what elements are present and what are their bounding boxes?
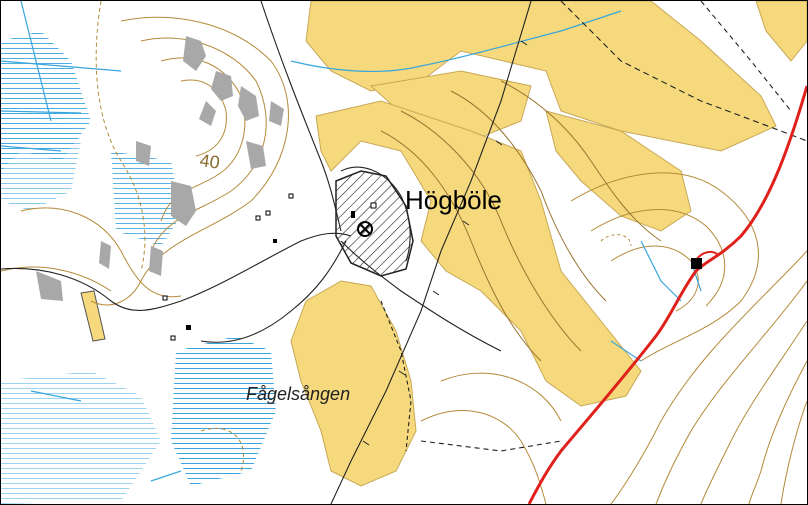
- farmland-areas: [80, 1, 807, 487]
- road-south: [200, 240, 347, 343]
- road-west: [1, 232, 352, 312]
- church-symbol-icon[interactable]: [357, 221, 373, 237]
- farmland-north: [305, 1, 777, 152]
- road-east-dashed: [560, 1, 807, 142]
- track-south-area: [420, 440, 562, 452]
- road-northwest: [260, 1, 342, 232]
- farmland-south: [290, 280, 417, 487]
- streams: [1, 1, 702, 482]
- wetland-south: [171, 336, 276, 486]
- settlement-hatched-area[interactable]: [335, 170, 414, 277]
- contour-elevation-label: 40: [198, 150, 221, 173]
- wetland-southwest: [1, 371, 161, 504]
- wetland-west-lower: [1, 101, 81, 211]
- village-label: Högböle: [405, 185, 502, 215]
- rock-outcrops: [36, 36, 284, 301]
- wetland-areas: [1, 31, 276, 504]
- farmland-east-strip: [545, 110, 692, 232]
- wetland-center: [111, 151, 181, 246]
- farmland-thin-strip: [80, 290, 106, 342]
- road-powerline: [330, 1, 532, 504]
- farmland-far-east: [755, 1, 807, 62]
- buildings: [162, 193, 702, 341]
- track-southwest: [380, 300, 412, 452]
- meadow-label: Fågelsången: [246, 384, 350, 404]
- power-line: [362, 40, 528, 446]
- track-east: [700, 1, 792, 112]
- building-icon: [691, 258, 702, 269]
